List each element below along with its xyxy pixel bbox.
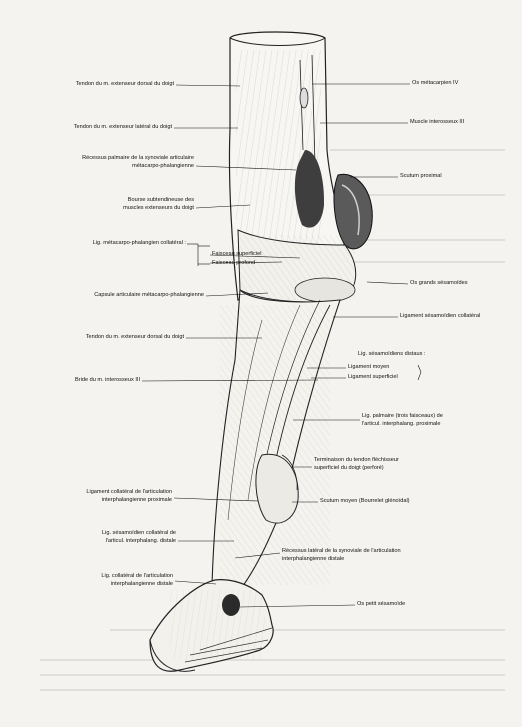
- label-scutum-proximal: Scutum proximal: [400, 173, 442, 179]
- label-lig-collateral-prox-2: interphalangienne proximale: [101, 497, 172, 503]
- leader-lines-left: [141, 84, 319, 585]
- label-tendon-ext-dorsal-1: Tendon du m. extenseur dorsal du doigt: [75, 81, 174, 87]
- label-lig-sesamoidien-coll-1: Lig. sésamoïdien collatéral de: [101, 530, 176, 536]
- label-lig-metacarpo: Lig. métacarpo-phalangien collatéral :: [92, 240, 186, 246]
- label-bourse-2: muscles extenseurs du doigt: [123, 205, 194, 211]
- leader-lines-right: [234, 83, 422, 608]
- label-ligament-sesamoidien-coll: Ligament sésamoïdien collatéral: [400, 313, 481, 319]
- label-recessus-lateral-2: interphalangienne distale: [282, 556, 345, 562]
- label-os-metacarpien: Os métacarpien IV: [412, 80, 459, 86]
- label-lig-sesamoidiens-distaux: Lig. sésamoïdiens distaux :: [358, 351, 426, 357]
- label-ligament-moyen: Ligament moyen: [348, 364, 390, 370]
- label-bride: Bride du m. interosseux III: [75, 377, 140, 383]
- label-tendon-ext-lateral: Tendon du m. extenseur latéral du doigt: [73, 124, 172, 130]
- label-lig-collateral-dist-2: interphalangienne distale: [110, 581, 173, 587]
- label-terminaison-1: Terminaison du tendon fléchisseur: [314, 457, 399, 463]
- scutum-moyen: [255, 453, 299, 524]
- label-lig-collateral-prox-1: Ligament collatéral de l'articulation: [86, 489, 172, 495]
- recessus-palmaire: [294, 150, 325, 228]
- label-os-petit-sesamoide: Os petit sésamoïde: [357, 601, 406, 607]
- label-recessus-palmaire-2: métacarpo-phalangienne: [132, 163, 194, 169]
- label-recessus-palmaire-1: Récessus palmaire de la synoviale articu…: [82, 155, 194, 161]
- label-scutum-moyen: Scutum moyen (Bourrelet glénoïdal): [320, 498, 410, 504]
- label-faisceau-profond: Faisceau profond: [212, 260, 256, 266]
- label-recessus-lateral-1: Récessus latéral de la synoviale de l'ar…: [282, 548, 401, 554]
- label-faisceau-superficiel: Faisceau superficiel: [212, 251, 262, 257]
- label-lig-palmaire-1: Lig. palmaire (trois faisceaux) de: [362, 413, 443, 419]
- scutum-proximal: [333, 173, 373, 250]
- label-ligament-superficiel: Ligament superficiel: [348, 374, 398, 380]
- label-lig-collateral-dist-1: Lig. collatéral de l'articulation: [101, 573, 173, 579]
- label-bourse-1: Bourse subtendineuse des: [127, 197, 194, 203]
- label-capsule: Capsule articulaire métacarpo-phalangien…: [94, 292, 204, 298]
- label-muscle-interosseux: Muscle interosseux III: [410, 119, 465, 125]
- label-tendon-ext-dorsal-2: Tendon du m. extenseur dorsal du doigt: [85, 334, 184, 340]
- label-os-grands-sesamoides: Os grands sésamoïdes: [410, 280, 468, 286]
- label-terminaison-2: superficiel du doigt (perforé): [314, 465, 384, 471]
- label-lig-palmaire-2: l'articul. interphalang. proximale: [362, 421, 441, 427]
- label-lig-sesamoidien-coll-2: l'articul. interphalang. distale: [105, 538, 176, 544]
